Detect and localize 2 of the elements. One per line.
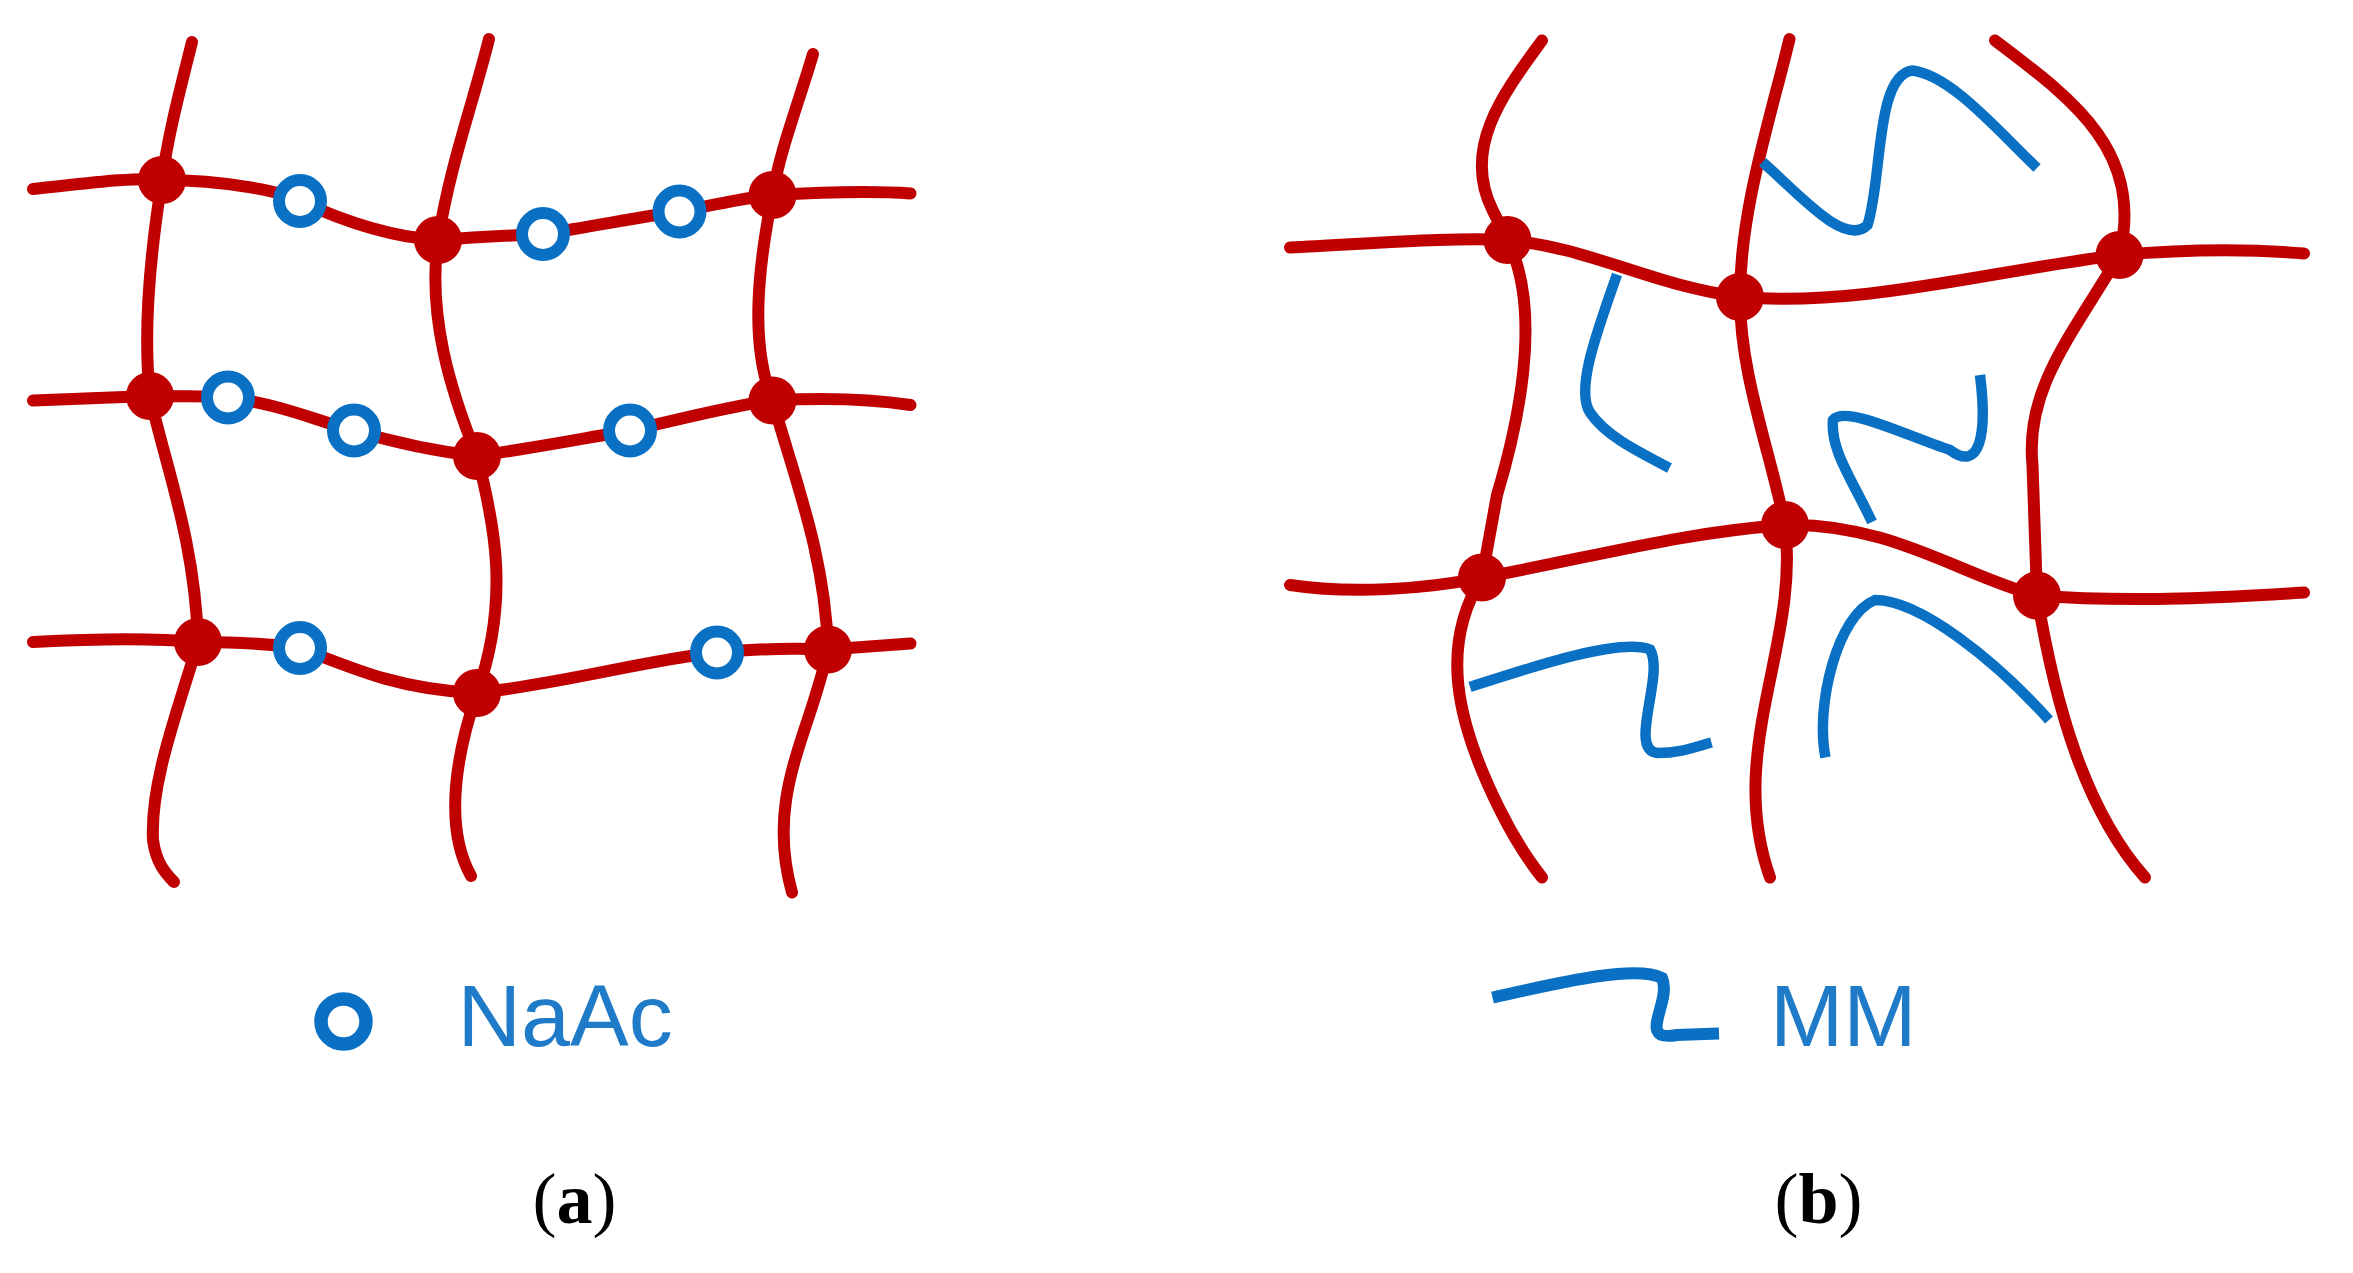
legend-label: NaAc xyxy=(457,972,673,1060)
legend-label: MM xyxy=(1770,972,1917,1060)
